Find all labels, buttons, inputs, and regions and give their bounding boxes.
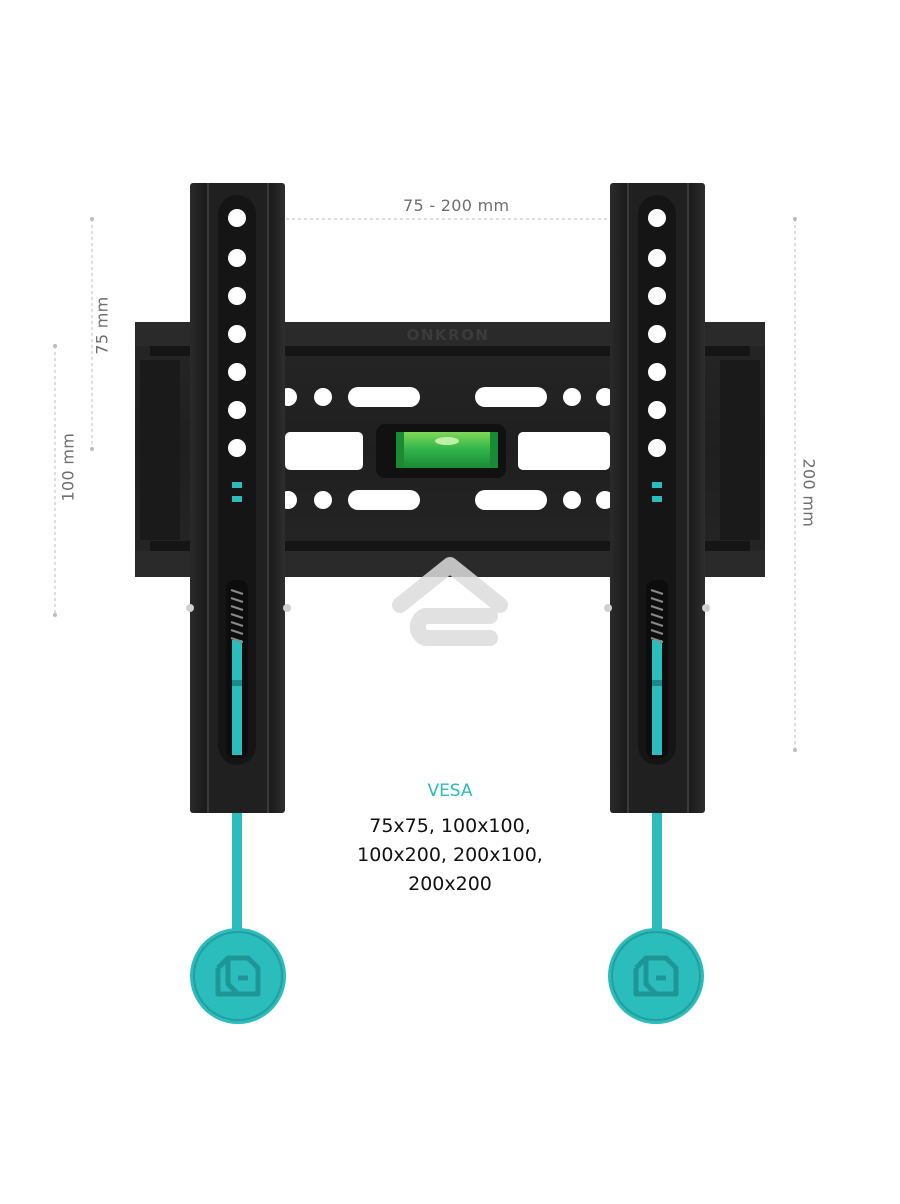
dimension-200-label: 200 mm <box>799 458 819 528</box>
left-pull-tab[interactable] <box>190 813 286 1024</box>
vesa-line-1: 75x75, 100x100, <box>369 815 531 837</box>
vesa-line-3: 200x200 <box>408 873 492 895</box>
vesa-title: VESA <box>427 781 473 801</box>
dimension-100-label: 100 mm <box>58 432 78 502</box>
horizontal-dimension-label: 75 - 200 mm <box>403 196 510 215</box>
dimension-endpoints <box>53 217 797 752</box>
dimension-75-label: 75 mm <box>92 296 112 355</box>
onkron-logo-icon <box>633 955 679 997</box>
side-pins <box>186 604 710 612</box>
left-arm <box>190 183 285 813</box>
right-pull-tab[interactable] <box>608 813 704 1024</box>
right-arm <box>610 183 705 813</box>
bubble-level-icon <box>376 424 506 478</box>
onkron-logo-icon <box>215 955 261 997</box>
brand-mark: ONKRON <box>407 326 490 344</box>
vesa-sizes: 75x75, 100x100, 100x200, 200x100, 200x20… <box>330 812 570 899</box>
house-watermark-icon <box>392 557 508 646</box>
dimension-lines <box>54 218 796 750</box>
vesa-line-2: 100x200, 200x100, <box>357 844 543 866</box>
